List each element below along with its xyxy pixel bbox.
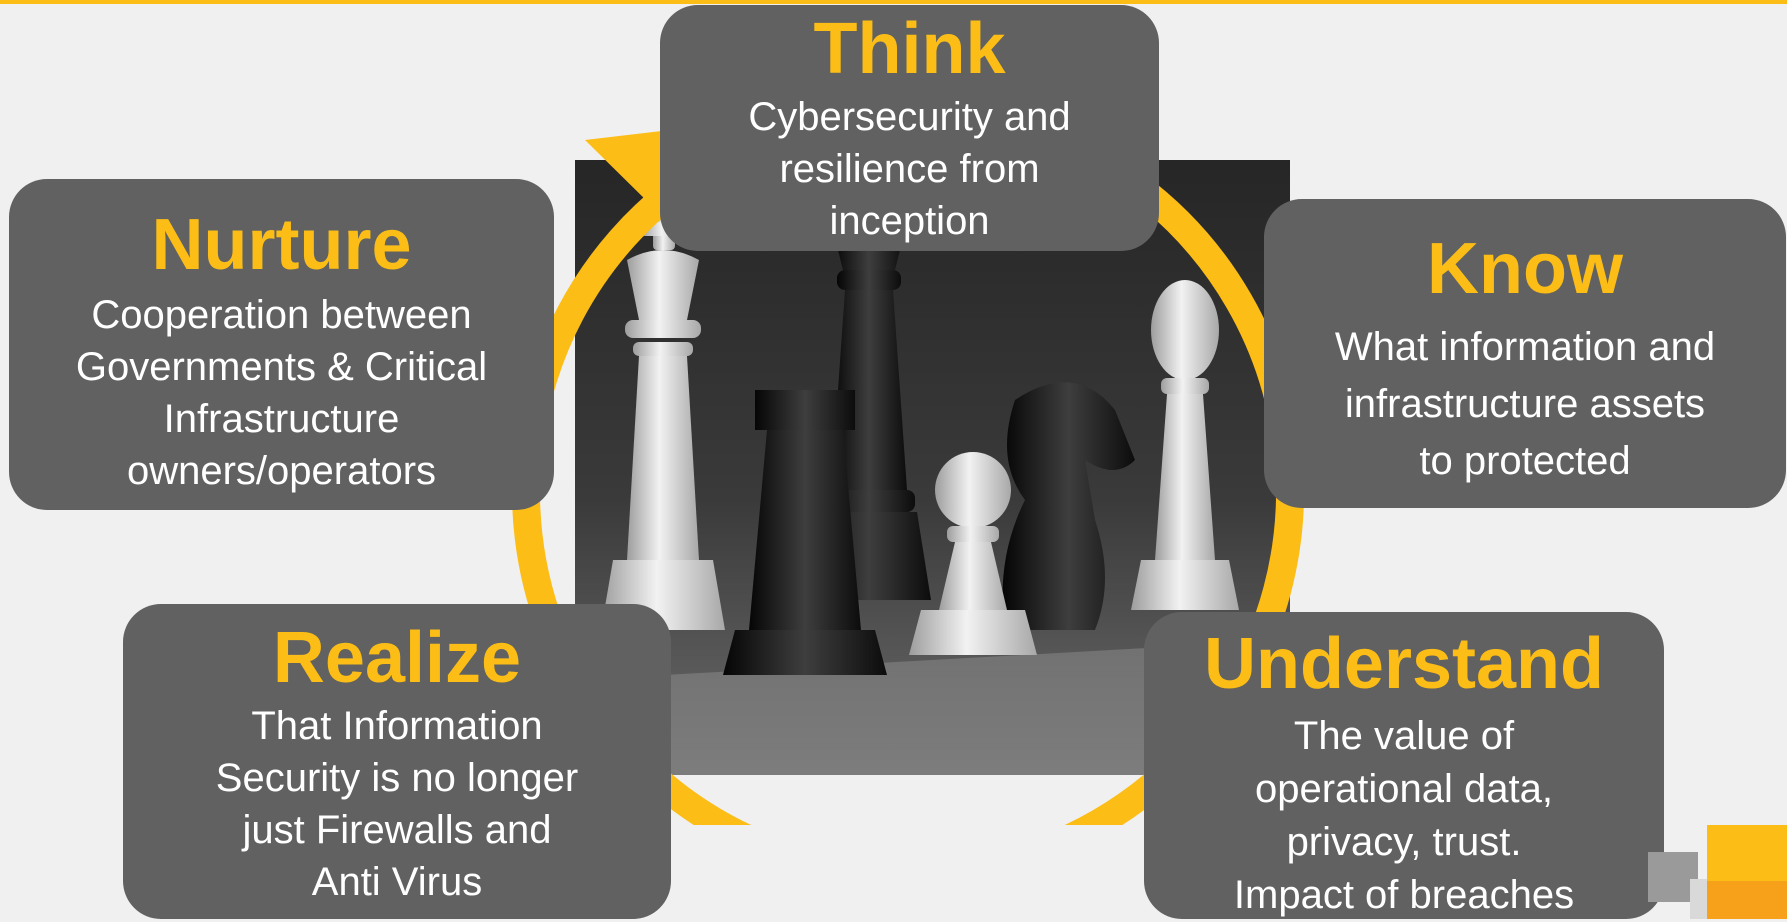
card-title: Nurture xyxy=(151,205,412,285)
corner-square-light xyxy=(1690,879,1707,919)
card-description: Cooperation between Governments & Critic… xyxy=(75,293,488,493)
corner-square-gray xyxy=(1648,852,1698,902)
card-description: What information and infrastructure asse… xyxy=(1334,325,1716,483)
card-description: That Information Security is no longer j… xyxy=(215,704,579,904)
corner-square-orange xyxy=(1707,881,1787,919)
card-title: Think xyxy=(813,9,1006,89)
card-title: Realize xyxy=(272,618,522,698)
card-description: Cybersecurity and resilience from incept… xyxy=(748,95,1071,243)
card-title: Know xyxy=(1427,229,1623,309)
card-know: Know What information and infrastructure… xyxy=(1264,199,1786,508)
card-title: Understand xyxy=(1203,624,1605,704)
card-description: The value of operational data, privacy, … xyxy=(1233,714,1575,917)
arrowhead-icon xyxy=(585,130,670,210)
card-nurture: Nurture Cooperation between Governments … xyxy=(9,179,554,510)
top-accent-rule xyxy=(0,0,1787,4)
card-think: Think Cybersecurity and resilience from … xyxy=(660,5,1159,251)
card-understand: Understand The value of operational data… xyxy=(1144,612,1664,919)
card-realize: Realize That Information Security is no … xyxy=(123,604,671,919)
